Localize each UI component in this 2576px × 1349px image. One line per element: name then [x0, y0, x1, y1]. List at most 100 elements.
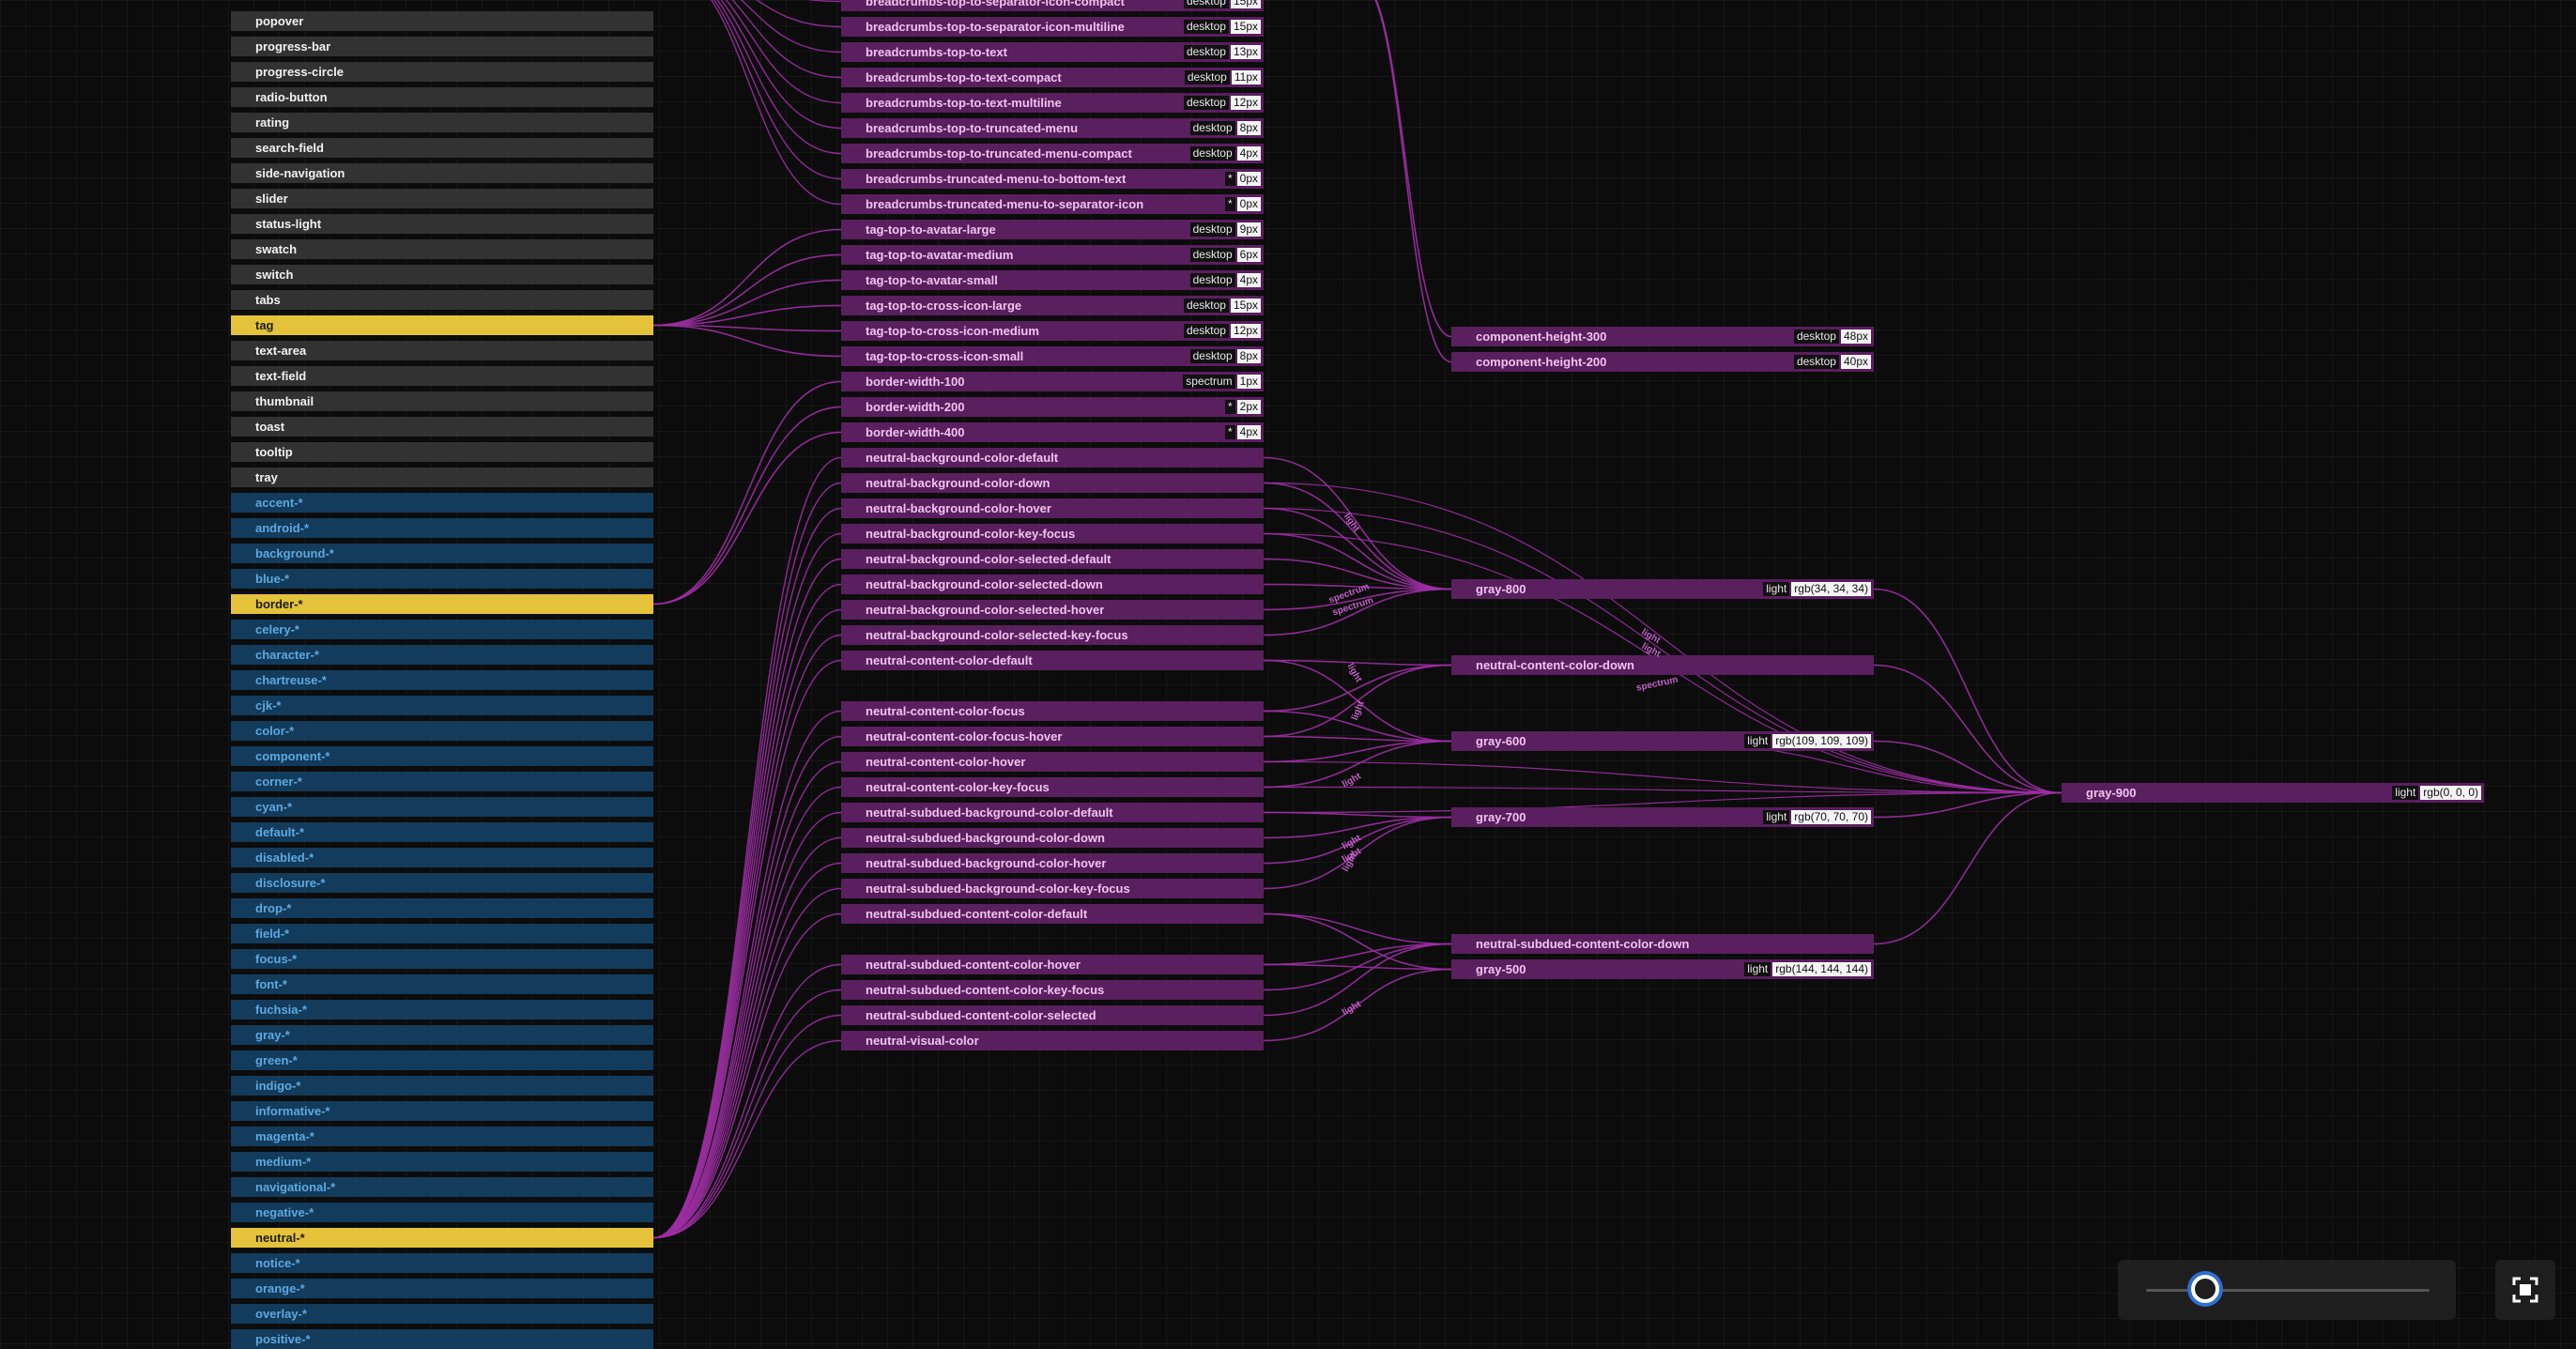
token-group-item[interactable]: negative-*	[231, 1203, 653, 1222]
token-group-item[interactable]: blue-*	[231, 569, 653, 589]
token-node[interactable]: neutral-subdued-content-color-selected	[841, 1005, 1264, 1025]
token-group-item[interactable]: corner-*	[231, 772, 653, 791]
token-node[interactable]: border-width-400*4px	[841, 422, 1264, 442]
token-node[interactable]: neutral-subdued-background-color-default	[841, 803, 1264, 822]
token-group-item[interactable]: cjk-*	[231, 696, 653, 715]
token-node[interactable]: neutral-subdued-background-color-down	[841, 828, 1264, 848]
token-node[interactable]: neutral-background-color-down	[841, 473, 1264, 493]
token-group-item[interactable]: orange-*	[231, 1279, 653, 1298]
token-node[interactable]: neutral-background-color-selected-key-fo…	[841, 625, 1264, 645]
token-group-item[interactable]: progress-bar	[231, 37, 653, 56]
token-group-item[interactable]: magenta-*	[231, 1127, 653, 1146]
token-group-item[interactable]: character-*	[231, 645, 653, 665]
token-node[interactable]: breadcrumbs-top-to-separator-icon-compac…	[841, 0, 1264, 11]
token-group-item[interactable]: celery-*	[231, 620, 653, 639]
token-group-item[interactable]: popover	[231, 11, 653, 31]
token-node[interactable]: neutral-subdued-content-color-default	[841, 904, 1264, 924]
token-node[interactable]: neutral-background-color-default	[841, 448, 1264, 468]
token-group-item[interactable]: border-*	[231, 594, 653, 614]
token-node[interactable]: neutral-background-color-hover	[841, 498, 1264, 518]
token-group-item[interactable]: drop-*	[231, 898, 653, 918]
token-group-item[interactable]: android-*	[231, 518, 653, 538]
token-group-item[interactable]: overlay-*	[231, 1304, 653, 1324]
token-group-item[interactable]: focus-*	[231, 949, 653, 969]
zoom-slider-track[interactable]	[2146, 1289, 2430, 1292]
token-group-item[interactable]: background-*	[231, 544, 653, 563]
token-group-item[interactable]: navigational-*	[231, 1177, 653, 1197]
token-group-item[interactable]: text-field	[231, 366, 653, 386]
token-group-item[interactable]: neutral-*	[231, 1228, 653, 1248]
token-group-item[interactable]: status-light	[231, 214, 653, 234]
token-node[interactable]: neutral-subdued-content-color-key-focus	[841, 980, 1264, 1000]
token-group-item[interactable]: side-navigation	[231, 163, 653, 183]
zoom-slider-thumb[interactable]	[2191, 1275, 2219, 1303]
token-group-item[interactable]: rating	[231, 113, 653, 132]
token-group-item[interactable]: default-*	[231, 822, 653, 842]
token-group-item[interactable]: positive-*	[231, 1329, 653, 1349]
token-group-item[interactable]: gray-*	[231, 1025, 653, 1045]
token-group-item[interactable]: disclosure-*	[231, 873, 653, 893]
token-group-item[interactable]: component-*	[231, 746, 653, 766]
token-group-item[interactable]: font-*	[231, 974, 653, 994]
token-node[interactable]: neutral-subdued-background-color-hover	[841, 853, 1264, 873]
token-node[interactable]: neutral-content-color-focus-hover	[841, 727, 1264, 746]
token-group-item[interactable]: thumbnail	[231, 391, 653, 411]
token-group-item[interactable]: color-*	[231, 721, 653, 741]
token-node[interactable]: breadcrumbs-truncated-menu-to-bottom-tex…	[841, 169, 1264, 189]
token-node[interactable]: breadcrumbs-top-to-truncated-menu-compac…	[841, 144, 1264, 163]
token-node[interactable]: neutral-content-color-default	[841, 651, 1264, 670]
token-group-item[interactable]: text-area	[231, 341, 653, 360]
token-node[interactable]: breadcrumbs-truncated-menu-to-separator-…	[841, 194, 1264, 214]
token-group-item[interactable]: accent-*	[231, 493, 653, 513]
token-node[interactable]: neutral-subdued-content-color-hover	[841, 955, 1264, 974]
token-node[interactable]: neutral-content-color-down	[1451, 655, 1874, 675]
token-group-item[interactable]: progress-circle	[231, 62, 653, 82]
token-group-item[interactable]: tag	[231, 315, 653, 335]
token-group-item[interactable]: fuchsia-*	[231, 1000, 653, 1019]
token-group-item[interactable]: tray	[231, 468, 653, 487]
token-group-item[interactable]: chartreuse-*	[231, 670, 653, 690]
token-node[interactable]: neutral-background-color-selected-down	[841, 575, 1264, 594]
token-node[interactable]: neutral-background-color-selected-defaul…	[841, 549, 1264, 569]
token-node[interactable]: neutral-content-color-key-focus	[841, 777, 1264, 797]
token-group-item[interactable]: indigo-*	[231, 1076, 653, 1096]
token-group-item[interactable]: search-field	[231, 138, 653, 158]
token-node[interactable]: neutral-background-color-key-focus	[841, 524, 1264, 544]
token-group-item[interactable]: switch	[231, 265, 653, 284]
fit-to-screen-button[interactable]	[2495, 1260, 2555, 1320]
token-group-item[interactable]: cyan-*	[231, 797, 653, 817]
token-group-item[interactable]: disabled-*	[231, 848, 653, 867]
token-group-item[interactable]: tooltip	[231, 442, 653, 462]
token-node[interactable]: breadcrumbs-top-to-separator-icon-multil…	[841, 17, 1264, 37]
token-group-item[interactable]: green-*	[231, 1050, 653, 1070]
token-group-item[interactable]: informative-*	[231, 1101, 653, 1121]
token-group-item[interactable]: tabs	[231, 290, 653, 310]
token-group-item[interactable]: slider	[231, 189, 653, 208]
token-group-item[interactable]: toast	[231, 417, 653, 437]
token-node[interactable]: neutral-content-color-focus	[841, 701, 1264, 721]
token-node[interactable]: neutral-content-color-hover	[841, 752, 1264, 772]
token-node[interactable]: neutral-subdued-content-color-down	[1451, 934, 1874, 954]
token-group-item[interactable]: medium-*	[231, 1152, 653, 1172]
token-node[interactable]: border-width-200*2px	[841, 397, 1264, 417]
token-group-item[interactable]: radio-button	[231, 87, 653, 107]
token-node[interactable]: neutral-visual-color	[841, 1031, 1264, 1050]
